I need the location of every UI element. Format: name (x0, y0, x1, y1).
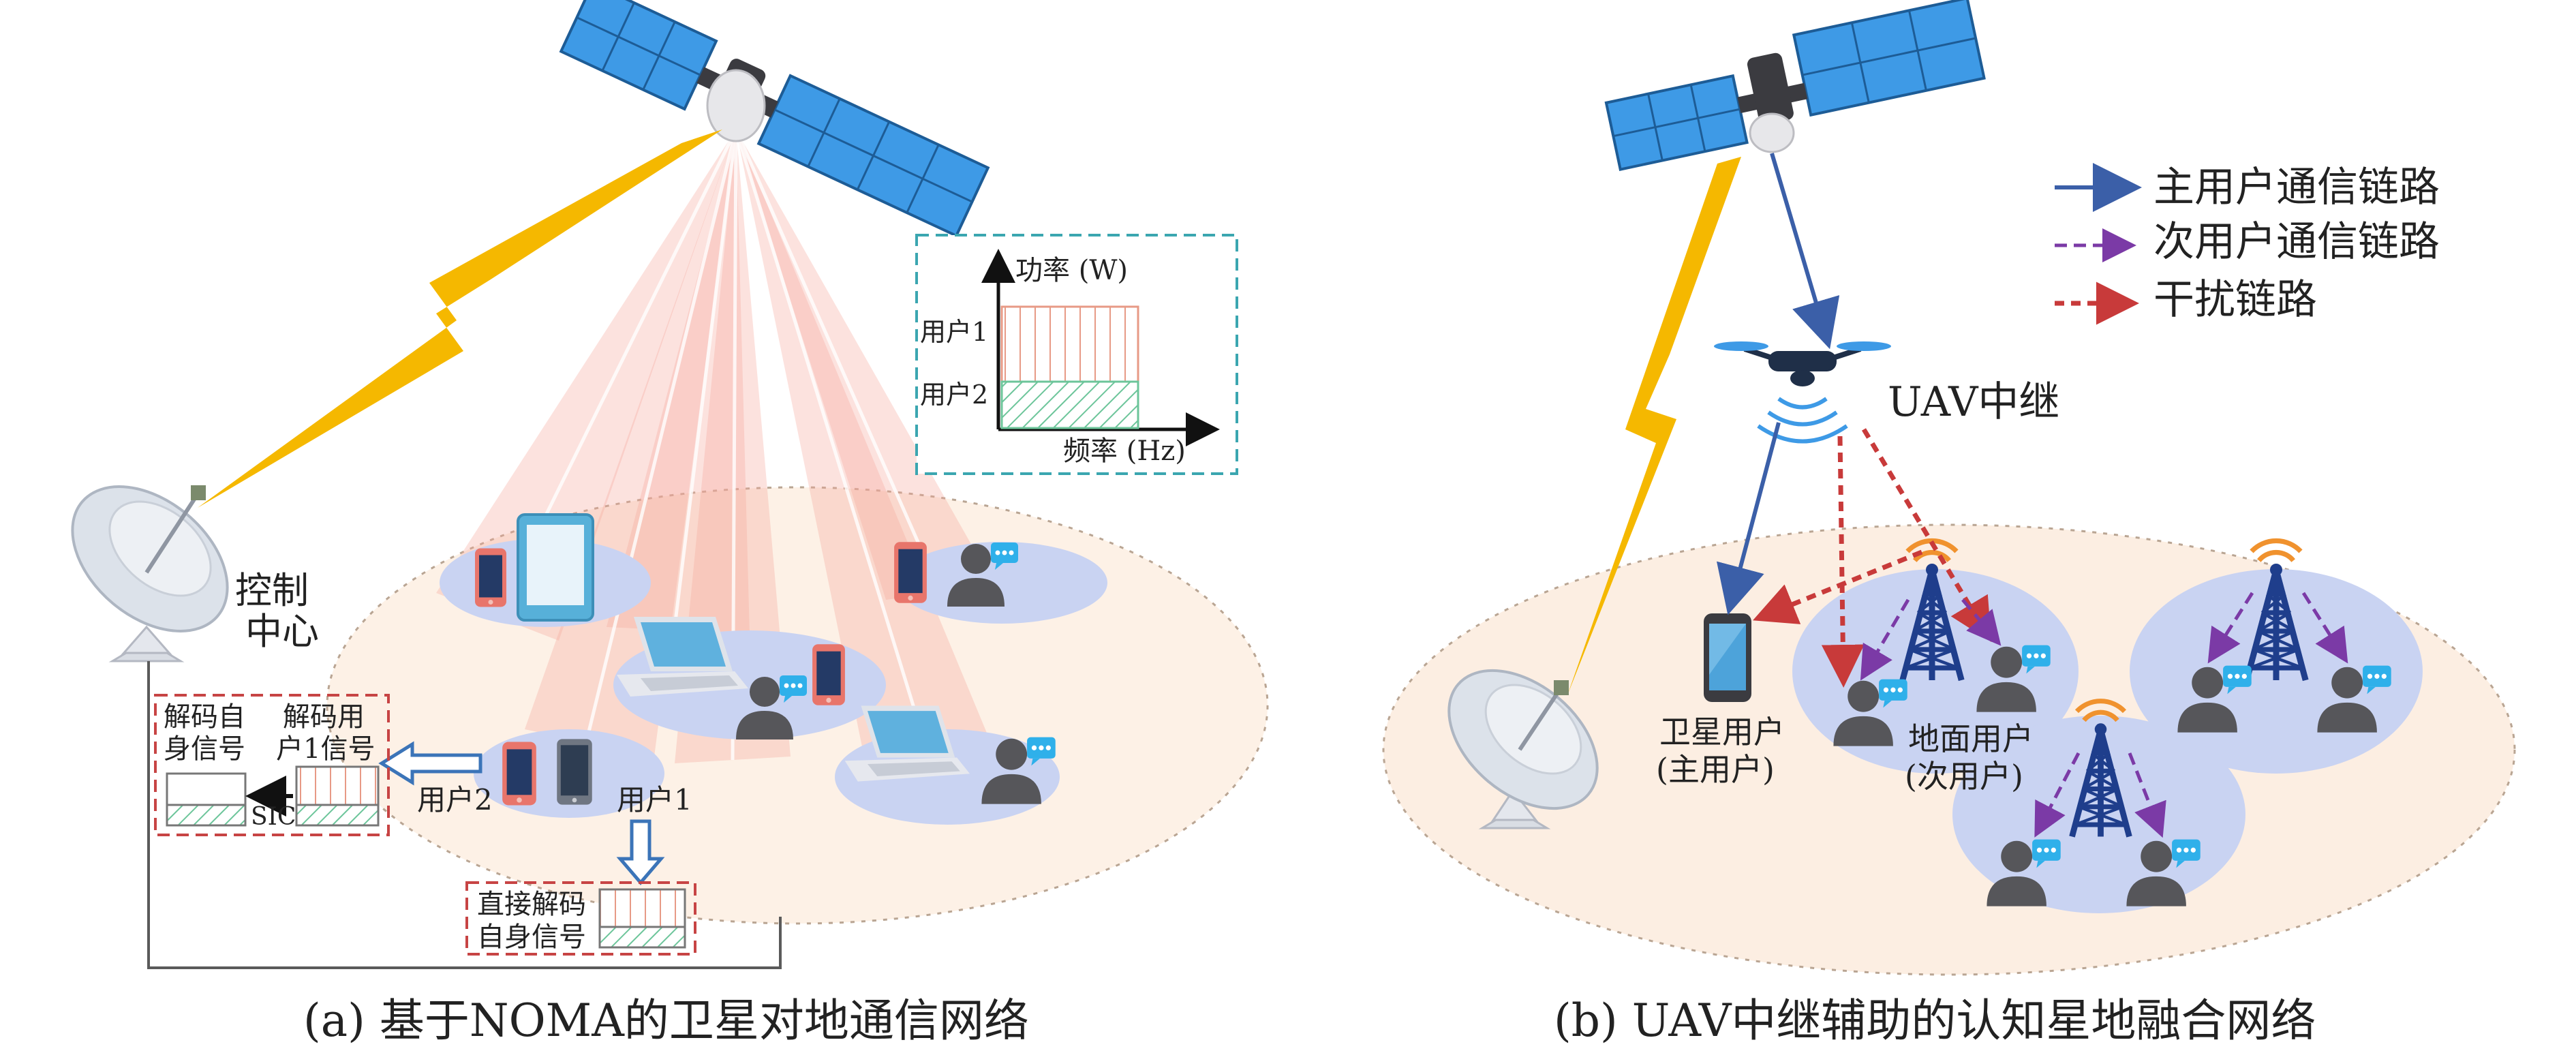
control-center-label-1: 控制 (235, 569, 309, 612)
satellite-user-phone (1704, 613, 1751, 702)
sic-label: SIC (251, 803, 296, 831)
lightning-b (1567, 157, 1741, 695)
legend-primary-label: 主用户通信链路 (2153, 164, 2440, 211)
legend: 主用户通信链路 次用户通信链路 干扰链路 (2055, 163, 2440, 325)
user2-arrow (378, 741, 482, 786)
interference-uav-user1 (1821, 436, 1865, 688)
interference-uav-user2 (1861, 428, 1992, 643)
user-cell-4 (835, 705, 1060, 825)
user-cell-2 (894, 542, 1107, 624)
power-axis-label: 功率 (W) (1015, 255, 1128, 286)
legend-secondary-label: 次用户通信链路 (2153, 218, 2440, 266)
user1-power-block (1000, 305, 1139, 383)
ground-user-label-1: 地面用户 (1908, 720, 2034, 757)
decode-user1-label-2: 户1信号 (276, 733, 375, 765)
sic-user1-signal (295, 765, 380, 806)
legend-interference-label: 干扰链路 (2153, 276, 2317, 324)
direct-user2-signal (598, 926, 686, 949)
uav-relay-label: UAV中继 (1888, 378, 2059, 426)
interference-tower-phone (1753, 549, 1923, 624)
satellite-a (559, 0, 990, 238)
user-cell-1 (440, 513, 651, 627)
satellite-user-label-2: (主用户) (1656, 751, 1775, 788)
legend-user1-label: 用户1 (920, 317, 988, 347)
user1-label: 用户1 (617, 783, 692, 817)
sic-self-signal (166, 772, 247, 806)
user2-power-block (1000, 380, 1139, 429)
direct-user1-signal (598, 888, 686, 928)
sic-user1-signal-hatch (295, 804, 380, 827)
panel-a: 控制 中心 (71, 0, 1269, 1047)
lightning-a (198, 129, 722, 508)
decode-user1-label-1: 解码用 (283, 701, 365, 733)
primary-link-sat-uav (1770, 153, 1840, 350)
decode-self-label-2: 身信号 (164, 733, 245, 765)
user2-label: 用户2 (417, 783, 493, 817)
caption-b: (b) UAV中继辅助的认知星地融合网络 (1554, 994, 2316, 1047)
primary-link-uav-phone (1716, 422, 1781, 615)
secondary-links (1860, 592, 2348, 838)
user-cell-3 (613, 617, 886, 739)
decode-self-label-1: 解码自 (164, 701, 245, 733)
ground-station-dish-b (1447, 669, 1599, 829)
satellite-user-label-1: 卫星用户 (1659, 714, 1785, 750)
control-center-label-2: 中心 (245, 610, 319, 653)
freq-axis-label: 频率 (Hz) (1063, 436, 1186, 467)
sic-decode-box (154, 694, 390, 836)
direct-decode-label-2: 自身信号 (477, 921, 586, 953)
panel-b: UAV中继 卫星用户 (主用户) 地面用户 (次用户) (1382, 0, 2516, 1047)
uav-drone (1714, 341, 1891, 444)
user-cell-5 (474, 729, 664, 818)
direct-decode-box (465, 881, 696, 956)
control-link (147, 661, 782, 969)
ground-station-dish-a (71, 485, 229, 662)
caption-a: (a) 基于NOMA的卫星对地通信网络 (303, 994, 1029, 1047)
sic-self-signal-hatch (166, 804, 247, 827)
satellite-b (1604, 0, 1986, 171)
user1-arrow (616, 819, 665, 885)
legend-user2-label: 用户2 (920, 380, 988, 410)
direct-decode-label-1: 直接解码 (477, 889, 586, 920)
ground-user-label-2: (次用户) (1905, 758, 2023, 795)
